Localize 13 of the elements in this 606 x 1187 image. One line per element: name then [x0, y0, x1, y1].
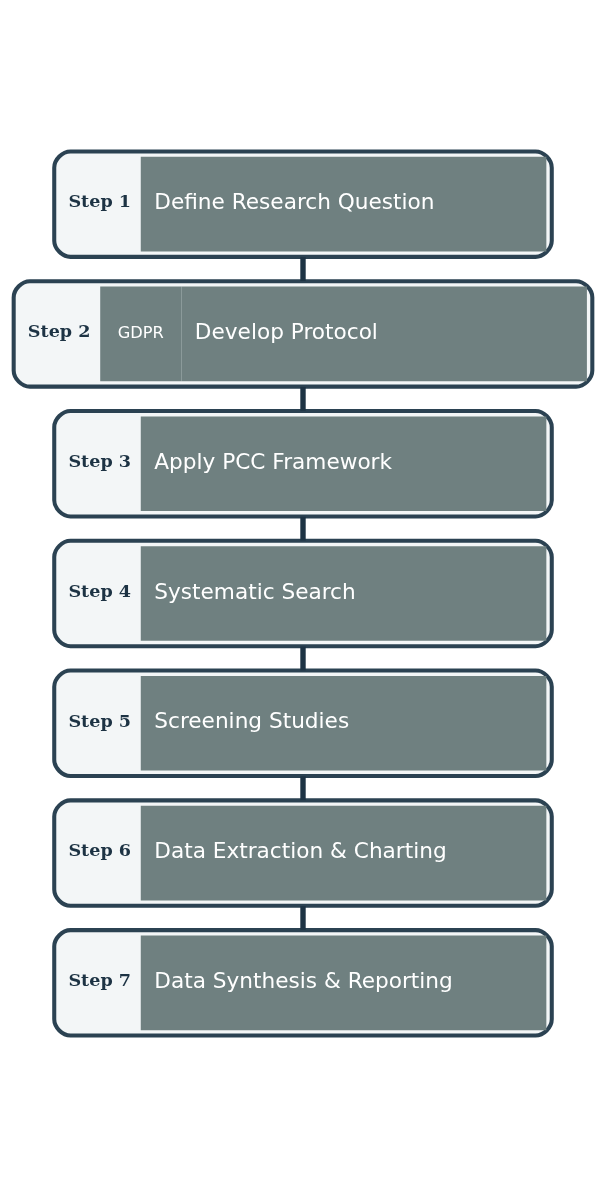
connector [300, 776, 306, 801]
node-box: Step 1 Define Research Question [52, 149, 554, 259]
node-box: Step 4 Systematic Search [52, 538, 554, 649]
node-box: Step 6 Data Extraction & Charting [52, 798, 554, 908]
node-box: Step 7 Data Synthesis & Reporting [52, 928, 554, 1038]
connector [300, 257, 306, 281]
node-box: Step 3 Apply PCC Framework [52, 408, 554, 519]
connector [300, 516, 306, 541]
connector [300, 386, 306, 411]
node-box: Step 2 GDPR Develop Protocol [11, 279, 595, 389]
connector [300, 646, 306, 671]
node-box: Step 5 Screening Studies [52, 668, 554, 779]
connector [300, 906, 306, 930]
